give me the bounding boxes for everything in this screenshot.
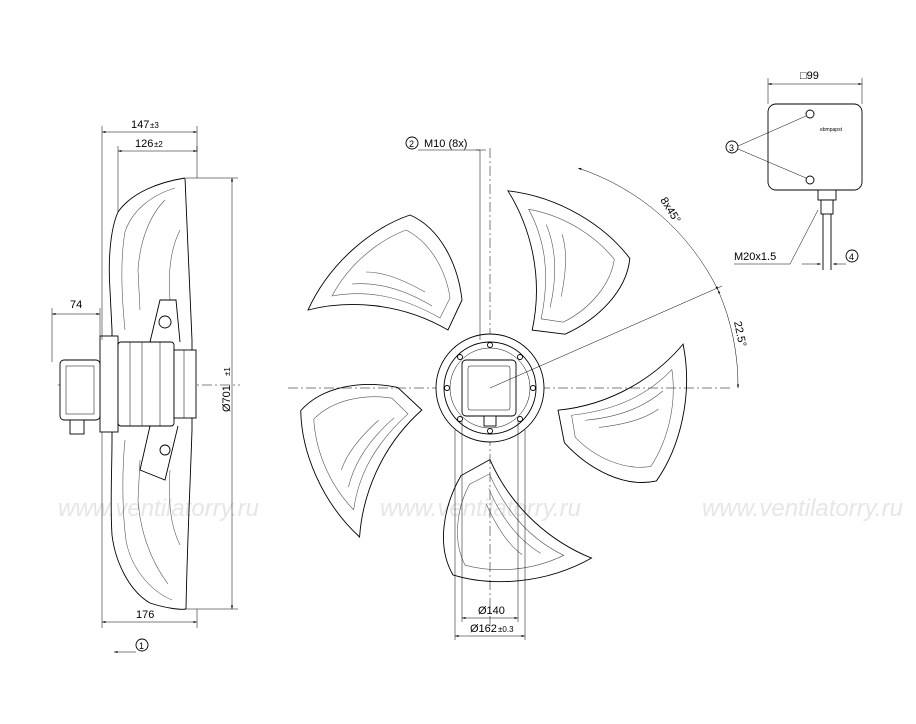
callout-3-circle — [725, 140, 739, 154]
dim-126-label: 126 — [135, 138, 153, 150]
callout-2-label: 2 — [409, 139, 414, 149]
side-motor-flange — [99, 335, 119, 433]
impeller-blade — [557, 343, 688, 483]
impeller-blades — [300, 190, 688, 583]
side-blade-outline — [108, 177, 187, 610]
dim-701-tolerance: ±1 — [223, 367, 232, 376]
hub-ring — [443, 341, 537, 435]
callout-3-label: 3 — [729, 143, 734, 153]
dim-176-label: 176 — [136, 609, 154, 621]
brand-mark: ebmpapst — [820, 127, 843, 133]
dim-147-tolerance: ±3 — [150, 121, 159, 130]
angle-22-5-arc — [717, 289, 740, 389]
mounting-bolt-holes — [444, 342, 536, 434]
angle-8x45-arc — [577, 167, 719, 291]
dim-126-tolerance: ±2 — [154, 140, 163, 149]
callout-4-circle — [845, 249, 859, 263]
dim-147-label: 147 — [131, 119, 149, 131]
dim-162-label: Ø162 — [470, 623, 497, 635]
impeller-blade — [443, 458, 593, 583]
impeller-blade — [300, 384, 423, 538]
callout-1-circle — [135, 638, 149, 652]
callout-1-label: 1 — [139, 641, 144, 651]
bolt-spec-label: M10 (8x) — [424, 138, 467, 150]
side-view: 147 ±3 126 ±2 74 Ø701 ±1 176 1 — [51, 119, 240, 654]
angle-22-5-label: 22.5° — [731, 320, 748, 348]
dim-162-tolerance: ±0.3 — [498, 625, 514, 634]
cover-screw-bottom — [805, 175, 815, 185]
cable-gland-label: M20x1.5 — [734, 251, 776, 263]
angle-8x45-label: 8x45° — [657, 195, 682, 225]
dim-701-label: Ø701 — [221, 385, 233, 412]
hub-cable-gland — [483, 415, 497, 427]
cover-screw-top — [805, 109, 815, 119]
watermark-text: www.ventilatorry.ru — [58, 495, 259, 522]
terminal-box-detail: □99 ebmpapst 3 M20x1.5 4 — [725, 70, 863, 270]
side-hub — [173, 349, 197, 419]
hub-terminal-box — [461, 359, 517, 417]
watermark-text: www.ventilatorry.ru — [380, 495, 581, 522]
terminal-box-body — [767, 103, 863, 191]
front-view: 2 M10 (8x) 8x45° 22.5° Ø140 Ø162 ±0.3 — [288, 136, 748, 640]
side-blade-edge — [184, 177, 193, 610]
side-motor-body — [117, 341, 175, 427]
impeller-blade — [307, 214, 463, 331]
gland-body — [820, 199, 834, 215]
callout-2-circle — [405, 136, 419, 150]
side-cable-gland — [69, 419, 85, 435]
dim-140-label: Ø140 — [478, 605, 505, 617]
dim-74-label: 74 — [70, 299, 82, 311]
watermark-layer: www.ventilatorry.ru www.ventilatorry.ru … — [58, 495, 903, 522]
callout-4-label: 4 — [849, 252, 854, 262]
dim-99-label: □99 — [800, 70, 819, 82]
watermark-text: www.ventilatorry.ru — [702, 495, 903, 522]
gland-nut — [817, 189, 837, 201]
impeller-blade — [507, 190, 631, 335]
